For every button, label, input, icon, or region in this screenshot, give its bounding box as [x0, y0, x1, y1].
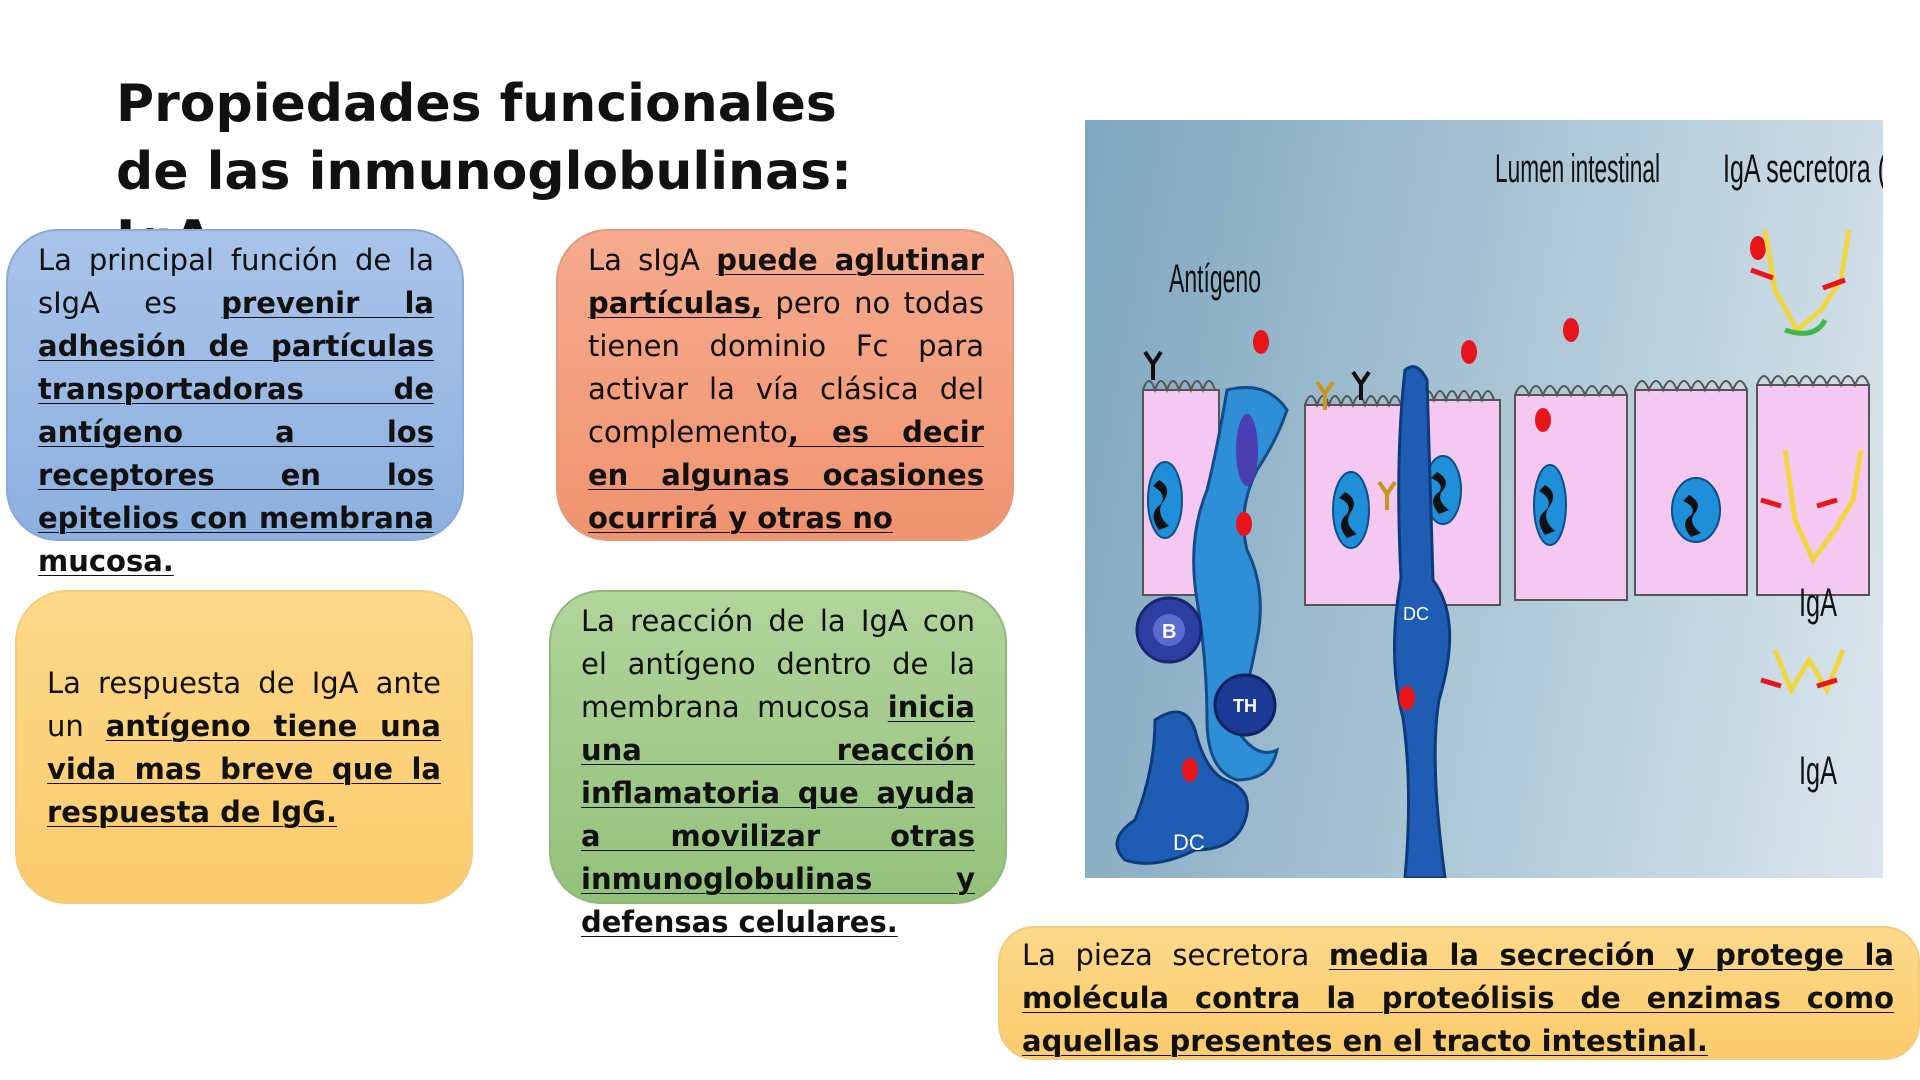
info-box-text: La principal función de la sIgA es preve…	[38, 243, 434, 578]
iga-mucosa-diagram: Lumen intestinal IgA secretora (I Antíge…	[1085, 120, 1883, 878]
antibodies-small	[1143, 350, 1397, 510]
label-lumen-intestinal: Lumen intestinal	[1495, 147, 1660, 191]
epithelial-cell	[1514, 394, 1628, 601]
dendritic-cell-lower	[1115, 710, 1249, 865]
info-box-secretory-piece: La pieza secretora media la secreción y …	[998, 926, 1920, 1060]
label-iga-upper: IgA	[1799, 581, 1837, 625]
antigen-dot	[1253, 330, 1269, 354]
antigen-dot	[1535, 408, 1551, 432]
chromatin	[1153, 472, 1701, 538]
antigens	[1182, 236, 1766, 782]
antigen-dot	[1750, 236, 1766, 260]
antigen-dot	[1461, 340, 1477, 364]
info-box-agglutination: La sIgA puede aglutinar partículas, pero…	[556, 229, 1014, 541]
dendritic-nucleus	[1236, 414, 1258, 486]
label-iga-secretora: IgA secretora (I	[1723, 147, 1883, 191]
label-dc-center: DC	[1403, 604, 1429, 624]
label-iga-lower: IgA	[1799, 749, 1837, 793]
slide-title: Propiedades funcionales de las inmunoglo…	[116, 74, 852, 270]
label-dc-lower: DC	[1173, 830, 1205, 855]
antigen-dot	[1236, 512, 1252, 536]
info-box-text: La sIgA puede aglutinar partículas, pero…	[588, 243, 984, 535]
antigen-dot	[1399, 686, 1415, 710]
epithelial-cell	[1634, 389, 1748, 596]
info-box-response-duration: La respuesta de IgA ante un antígeno tie…	[15, 590, 473, 904]
label-th-cell: TH	[1233, 696, 1257, 716]
antigen-dot	[1182, 758, 1198, 782]
diagram-drawing: Lumen intestinal IgA secretora (I Antíge…	[1115, 147, 1883, 878]
b-cell-nucleus	[1153, 614, 1185, 646]
info-box-text: La reacción de la IgA con el antígeno de…	[581, 604, 975, 939]
dendritic-cell-center	[1393, 365, 1452, 878]
dendritic-cell-left	[1192, 386, 1289, 782]
th-cell	[1213, 673, 1277, 737]
info-box-text: La pieza secretora media la secreción y …	[1022, 938, 1895, 1058]
info-box-text: La respuesta de IgA ante un antígeno tie…	[47, 666, 441, 829]
info-box-adhesion: La principal función de la sIgA es preve…	[6, 229, 464, 578]
secretory-iga	[1750, 229, 1864, 696]
antigen-dot	[1563, 318, 1579, 342]
info-box-inflammation: La reacción de la IgA con el antígeno de…	[549, 590, 1007, 939]
microvilli	[1142, 375, 1870, 409]
label-antigeno: Antígeno	[1169, 257, 1261, 301]
label-b-cell: B	[1162, 621, 1176, 643]
